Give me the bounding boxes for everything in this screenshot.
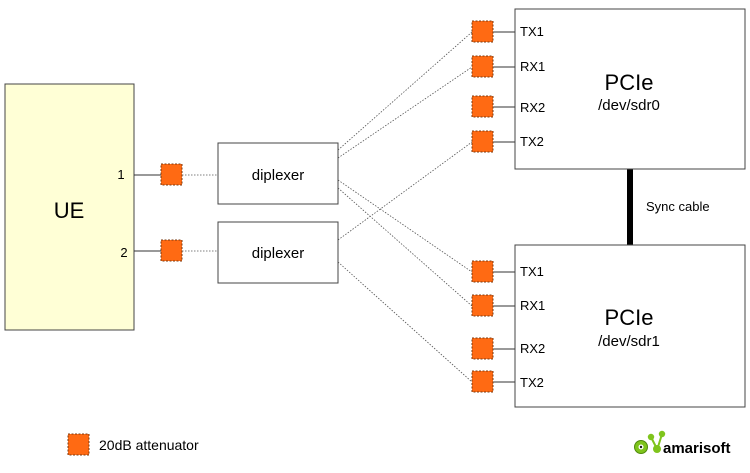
pcie-sdr1-device: /dev/sdr1 (598, 333, 660, 350)
ue-box (4, 83, 135, 331)
pcie-sdr0-box (514, 8, 746, 170)
port-stub-wires (493, 31, 515, 383)
legend: 20dB attenuator (67, 433, 199, 456)
sync-cable: Sync cable (627, 169, 710, 245)
sdr1-port-tx1-label: TX1 (520, 264, 544, 279)
pcie-sdr1-title: PCIe (605, 305, 654, 330)
legend-attenuator-icon (67, 433, 90, 456)
d1-to-sdr1-rx1 (337, 187, 473, 307)
ue-label: UE (54, 198, 85, 223)
pcie-sdr1-box (514, 244, 746, 408)
attenuator-ue-1 (160, 163, 183, 186)
attenuator-sdr1-rx2 (471, 337, 494, 360)
attenuator-sdr0-tx1 (471, 20, 494, 43)
sdr0-port-rx2-label: RX2 (520, 100, 545, 115)
pcie-sdr0-device: /dev/sdr0 (598, 97, 660, 114)
diplexer-2-box (217, 221, 339, 284)
attenuators (160, 20, 494, 393)
diplexer-2-label: diplexer (252, 245, 305, 262)
diplexer-1: diplexer (217, 142, 339, 205)
sdr0-port-tx1-label: TX1 (520, 24, 544, 39)
amarisoft-logo-text: amarisoft (663, 440, 731, 457)
ue-port-2-label: 2 (120, 245, 127, 260)
ue-connections (134, 174, 218, 252)
d1-to-sdr0-rx1 (337, 66, 473, 159)
attenuator-sdr0-rx2 (471, 95, 494, 118)
sdr1-port-rx2-label: RX2 (520, 341, 545, 356)
attenuator-ue-2 (160, 239, 183, 262)
sdr1-port-tx2-label: TX2 (520, 375, 544, 390)
diplexer-2: diplexer (217, 221, 339, 284)
d2-to-sdr0-tx2 (337, 141, 473, 241)
pcie-sdr1: PCIe /dev/sdr1 TX1 RX1 RX2 TX2 (514, 244, 746, 408)
attenuator-sdr0-tx2 (471, 130, 494, 153)
d1-to-sdr0-tx1 (337, 31, 473, 151)
ue-block: UE 1 2 (4, 83, 135, 331)
diplexer-1-label: diplexer (252, 167, 305, 184)
attenuator-sdr1-rx1 (471, 294, 494, 317)
pcie-sdr0: PCIe /dev/sdr0 TX1 RX1 RX2 TX2 (514, 8, 746, 170)
sdr0-port-rx1-label: RX1 (520, 59, 545, 74)
d1-to-sdr1-tx1 (337, 179, 473, 273)
ue-port-1-label: 1 (117, 167, 124, 182)
pcie-sdr0-title: PCIe (605, 70, 654, 95)
d2-to-sdr1-tx2 (337, 261, 473, 383)
legend-label: 20dB attenuator (99, 437, 199, 453)
attenuator-sdr1-tx2 (471, 370, 494, 393)
sync-cable-label: Sync cable (646, 199, 710, 214)
sdr0-port-tx2-label: TX2 (520, 134, 544, 149)
amarisoft-logo: amarisoft (634, 430, 731, 457)
amarisoft-mascot-icon (634, 430, 666, 454)
sdr1-port-rx1-label: RX1 (520, 298, 545, 313)
attenuator-sdr1-tx1 (471, 260, 494, 283)
diplexer-1-box (217, 142, 339, 205)
attenuator-sdr0-rx1 (471, 55, 494, 78)
diplexer-connections (337, 31, 473, 383)
